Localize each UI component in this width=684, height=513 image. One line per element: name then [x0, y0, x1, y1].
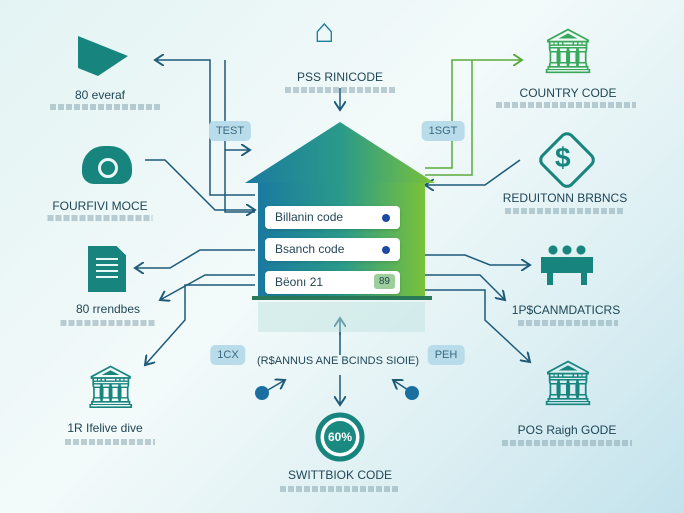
left-description	[47, 215, 153, 221]
bank-icon: 🏛︎	[84, 363, 138, 410]
right-label: COUNTRY CODE	[519, 86, 617, 100]
bottom-title: SWITTBIOK CODE	[287, 468, 393, 482]
bottom-description	[280, 486, 400, 492]
top-title: PSS RINICODE	[296, 70, 384, 84]
right-description	[502, 440, 632, 446]
top-description	[285, 87, 395, 93]
building-reflection	[258, 302, 425, 332]
house-star-icon: ⌂	[314, 12, 335, 50]
right-label: 1P$CANMDATICRS	[511, 303, 621, 317]
pill-1cx: 1CX	[210, 345, 246, 365]
left-description	[65, 439, 155, 445]
billing-code-field[interactable]: Billanin code	[265, 206, 400, 229]
progress-label: 60%	[327, 430, 353, 444]
left-description	[60, 320, 156, 326]
right-label: REDUITONN BRBNCS	[502, 191, 628, 205]
dollar-icon: $	[555, 142, 571, 173]
status-dot-icon	[382, 246, 390, 254]
bank-icon: 🏛︎	[540, 359, 596, 408]
pill-1sgt: 1SGT	[421, 121, 465, 141]
right-description	[505, 208, 625, 214]
cloud-icon	[82, 146, 132, 184]
right-label: POS Raigh GODE	[517, 423, 617, 437]
bank-icon: 🏛︎	[540, 27, 596, 76]
left-label: 1R Ifelive dive	[67, 421, 143, 435]
left-label: 80 rrendbes	[75, 302, 141, 316]
status-dot-icon	[382, 214, 390, 222]
node-dot	[255, 386, 269, 400]
branch-code-field[interactable]: Bsanch code	[265, 238, 400, 261]
left-label: 80 everaf	[74, 88, 126, 102]
pill-test: TEST	[208, 121, 252, 141]
left-label: FOURFIVI MOCE	[52, 199, 148, 213]
document-icon	[88, 246, 126, 292]
center-caption: (R$ANNUS ANE BCINDS SIOIE)	[257, 355, 419, 367]
building-roof	[245, 122, 435, 183]
right-description	[496, 102, 636, 108]
right-description	[518, 320, 618, 326]
node-dot	[405, 386, 419, 400]
bench-icon	[541, 245, 593, 287]
left-description	[50, 104, 160, 110]
pill-peh: PEH	[427, 345, 465, 365]
code-badge: 89	[373, 274, 395, 289]
